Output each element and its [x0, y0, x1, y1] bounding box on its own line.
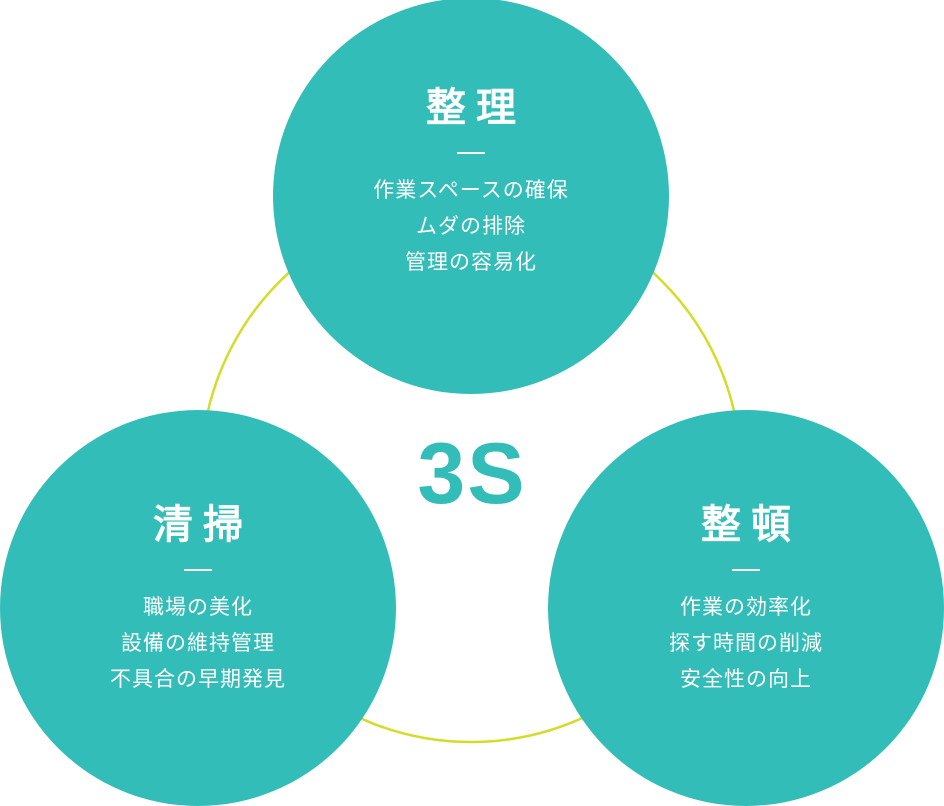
node-seiri: 整理 作業スペースの確保 ムダの排除 管理の容易化 [273, 84, 669, 280]
divider [732, 569, 760, 571]
node-item: 作業スペースの確保 [373, 178, 569, 202]
circle-seisou [0, 410, 396, 806]
divider [457, 152, 485, 154]
node-title: 清掃 [153, 502, 253, 548]
node-item: 安全性の向上 [680, 667, 812, 691]
node-item: 探す時間の削減 [669, 631, 823, 655]
node-item: 設備の維持管理 [121, 631, 275, 655]
node-title: 整理 [426, 85, 526, 131]
node-item: 不具合の早期発見 [110, 667, 286, 691]
node-seiton: 整頓 作業の効率化 探す時間の削減 安全性の向上 [548, 501, 944, 697]
node-seisou: 清掃 職場の美化 設備の維持管理 不具合の早期発見 [0, 501, 396, 697]
circle-seiton [548, 410, 944, 806]
circle-seiri [273, 0, 669, 394]
center-label: 3S [417, 426, 527, 522]
node-item: ムダの排除 [416, 214, 526, 238]
node-item: 管理の容易化 [405, 250, 537, 274]
node-item: 職場の美化 [143, 595, 253, 619]
node-title: 整頓 [701, 502, 801, 548]
node-item: 作業の効率化 [680, 595, 812, 619]
divider [184, 569, 212, 571]
